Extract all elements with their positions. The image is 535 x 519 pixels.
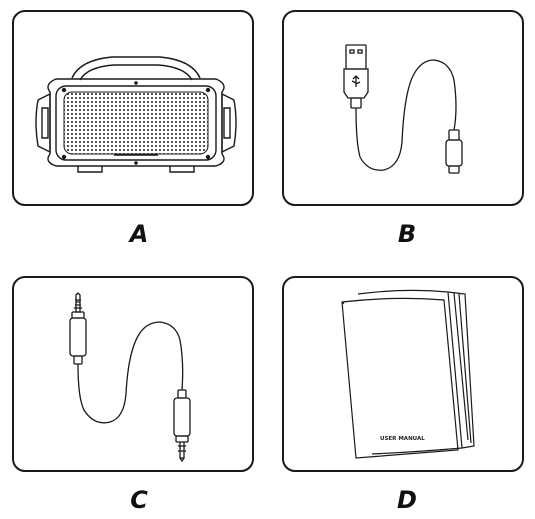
panel-c bbox=[12, 276, 254, 472]
usb-cable-icon bbox=[343, 44, 463, 174]
panel-a bbox=[12, 10, 254, 206]
user-manual-icon: USER MANUAL bbox=[341, 289, 475, 459]
label-a: A bbox=[129, 220, 149, 248]
manual-title-text: USER MANUAL bbox=[380, 436, 425, 442]
aux-audio-cable-icon bbox=[69, 292, 191, 463]
bluetooth-speaker-icon bbox=[35, 56, 237, 173]
panel-d: USER MANUAL bbox=[282, 276, 524, 472]
label-b: B bbox=[397, 220, 417, 248]
panel-b bbox=[282, 10, 524, 206]
label-d: D bbox=[397, 486, 417, 514]
label-c: C bbox=[130, 486, 148, 514]
